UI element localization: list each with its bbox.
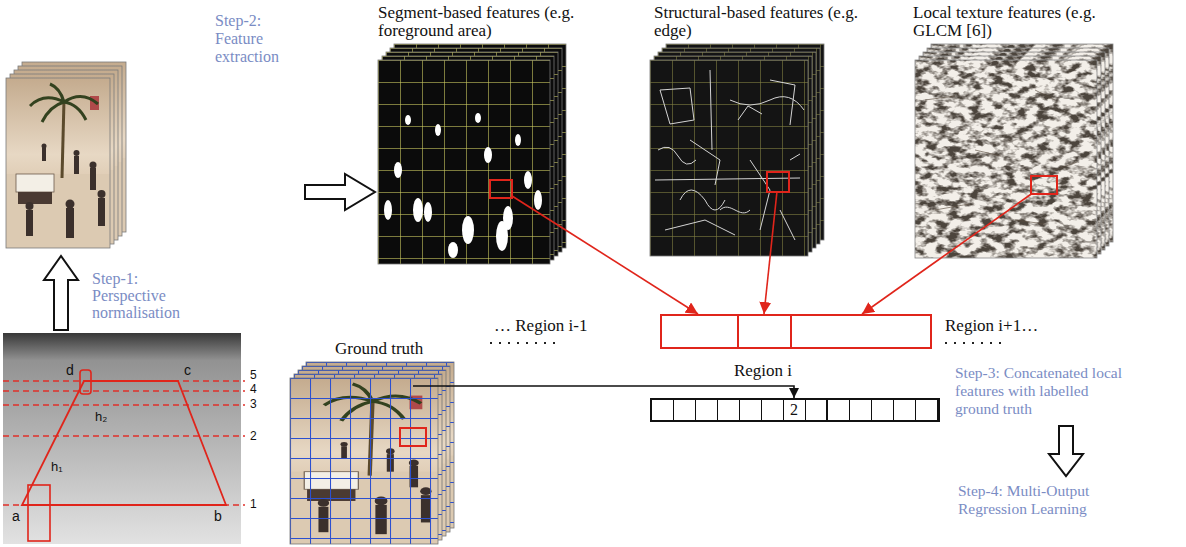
map-heading: Ground truth bbox=[335, 340, 423, 359]
feature-map-stack: Local texture features (e.g. GLCM [6]) bbox=[915, 44, 1113, 258]
perspective-dashed-lines bbox=[3, 381, 245, 505]
video-frame-stack bbox=[6, 62, 126, 248]
line-number: 2 bbox=[250, 430, 257, 442]
vertex-label: b bbox=[214, 509, 222, 523]
vertex-label: d bbox=[66, 363, 74, 377]
line-number: 4 bbox=[250, 383, 257, 395]
illustration-part bbox=[3, 435, 245, 436]
pointer-line bbox=[413, 385, 454, 387]
reference-person-far bbox=[80, 370, 91, 394]
connector-arrow bbox=[764, 256, 770, 314]
count-vector: 2 bbox=[650, 398, 940, 422]
connector-arrow bbox=[862, 258, 941, 314]
perspective-image bbox=[3, 333, 241, 544]
illustration-part bbox=[3, 390, 245, 391]
hollow-arrow bbox=[1049, 426, 1083, 476]
hollow-arrow bbox=[44, 256, 78, 330]
feature-frame bbox=[650, 60, 808, 256]
line-number: 5 bbox=[250, 369, 257, 381]
region-marker bbox=[767, 172, 789, 192]
pointer-line bbox=[512, 196, 566, 230]
pointer-line bbox=[941, 194, 1031, 258]
map-heading: Structural-based features (e.g. edge) bbox=[654, 4, 869, 41]
ground-truth-frame-stack bbox=[290, 362, 454, 544]
feature-map-stack: Segment-based features (e.g. foreground … bbox=[378, 44, 566, 264]
connector-arrow bbox=[566, 230, 698, 314]
step-label: Step-4: Multi-Output Regression Learning bbox=[958, 482, 1134, 518]
ground-truth-stack: Ground truth bbox=[290, 362, 454, 544]
height-label: h₁ bbox=[51, 460, 63, 473]
height-label: h₂ bbox=[95, 410, 107, 423]
region-label: Region i bbox=[734, 361, 792, 381]
step-label: Step-3: Concatenated local features with… bbox=[955, 364, 1135, 418]
region-marker bbox=[400, 428, 426, 446]
illustration-part bbox=[3, 404, 245, 405]
hollow-arrow bbox=[305, 174, 375, 210]
map-heading: Local texture features (e.g. GLCM [6]) bbox=[913, 4, 1128, 41]
reference-person-near bbox=[28, 485, 50, 541]
illustration-part bbox=[490, 342, 562, 344]
video-frame bbox=[6, 78, 110, 248]
vector-divider bbox=[790, 316, 792, 347]
ground-plane-trapezoid bbox=[22, 381, 226, 505]
region-label: … Region i-1 bbox=[494, 316, 588, 336]
step-label: Step-2: Feature extraction bbox=[215, 12, 299, 66]
count-value: 2 bbox=[784, 400, 804, 420]
feature-frame bbox=[915, 60, 1097, 258]
texture-feature-stack bbox=[915, 44, 1113, 258]
pointer-line bbox=[770, 192, 777, 256]
connector-arrow bbox=[454, 386, 794, 398]
region-marker bbox=[1031, 176, 1057, 194]
region-marker bbox=[490, 180, 512, 198]
feature-map-stack: Structural-based features (e.g. edge) bbox=[650, 44, 824, 256]
step-label: Step-1: Perspective normalisation bbox=[92, 270, 192, 321]
perspective-figure bbox=[3, 333, 245, 544]
segment-feature-stack bbox=[378, 44, 566, 264]
structural-feature-stack bbox=[650, 44, 824, 256]
region-label: Region i+1… bbox=[945, 316, 1038, 336]
feature-frame bbox=[378, 60, 550, 264]
vertex-label: c bbox=[184, 363, 191, 377]
illustration-part bbox=[945, 342, 1008, 344]
line-number: 3 bbox=[250, 398, 257, 410]
vector-divider bbox=[737, 316, 739, 347]
vertex-label: a bbox=[12, 509, 20, 523]
feature-vector: Region i bbox=[660, 314, 932, 349]
ground-truth-frame bbox=[290, 378, 438, 544]
map-heading: Segment-based features (e.g. foreground … bbox=[378, 4, 593, 41]
line-number: 1 bbox=[250, 498, 257, 510]
